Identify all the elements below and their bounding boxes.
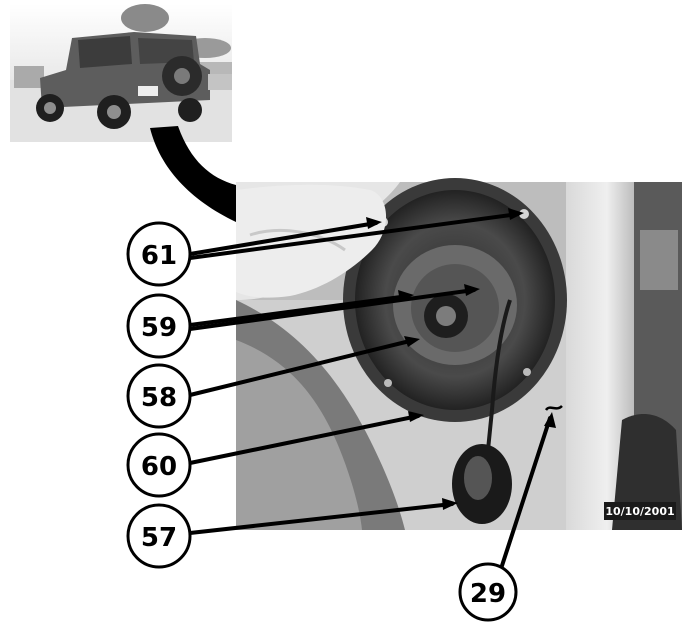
leader-59a: [188, 294, 410, 327]
leader-61a: [188, 221, 378, 256]
callout-59-label: 59: [141, 313, 177, 343]
callout-61: 61: [126, 221, 192, 287]
leader-61b: [188, 212, 520, 260]
callout-61-label: 61: [141, 241, 177, 271]
leader-58: [188, 338, 416, 397]
arrowhead-29: [544, 412, 556, 428]
arrowheads: [366, 208, 556, 510]
arrowhead-61b: [508, 208, 524, 220]
callout-58: 58: [126, 363, 192, 429]
date-stamp-background: [604, 502, 676, 520]
callout-29-label: 29: [470, 579, 506, 609]
callout-57-label: 57: [141, 523, 177, 553]
callout-60: 60: [126, 432, 192, 498]
leader-60: [188, 414, 420, 465]
leader-29: [496, 416, 552, 580]
leader-lines: [188, 212, 552, 580]
callout-59: 59: [126, 293, 192, 359]
leader-59b: [188, 288, 476, 331]
arrowhead-59a: [398, 290, 414, 302]
reference-mark-29: [544, 405, 563, 411]
leader-57: [188, 502, 454, 535]
arrowhead-60: [408, 411, 424, 422]
arrowhead-57: [442, 498, 458, 510]
callout-57: 57: [126, 503, 192, 569]
arrowhead-61a: [366, 217, 382, 229]
vehicle-inset-photo: [10, 4, 232, 142]
callout-29: 29: [458, 562, 518, 622]
inset-connector: [150, 126, 236, 222]
arrowhead-59b: [464, 284, 480, 296]
callout-58-label: 58: [141, 383, 177, 413]
arrowhead-58: [404, 336, 420, 347]
date-stamp: 10/10/2001: [605, 505, 674, 518]
fuel-filler-detail-photo: [236, 178, 682, 530]
callout-60-label: 60: [141, 452, 177, 482]
